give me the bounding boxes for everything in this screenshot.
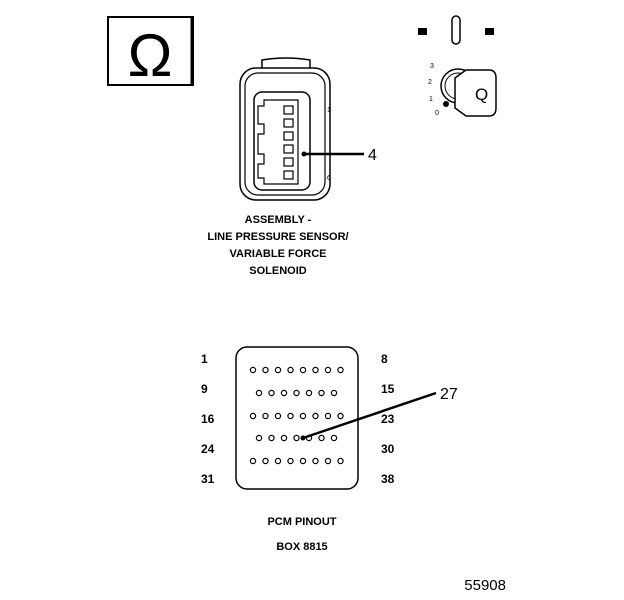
pcm-pin-label-left-2: 9 [201,382,208,396]
sensor-terminal [283,157,294,167]
pcm-pin-hole [274,412,282,420]
pcm-pin-hole [293,389,300,397]
pcm-pin-hole [262,366,269,374]
pcm-pin-hole [268,389,275,397]
switch-slot [451,15,461,45]
sensor-label-line-3: VARIABLE FORCE [230,248,327,260]
pcm-pin-label-right-3: 23 [381,412,395,426]
pcm-pin-hole [268,434,275,442]
pcm-title: PCM PINOUT [267,516,336,528]
pcm-pin-hole [337,412,344,420]
sensor-connector: 1 6 4 [239,57,377,201]
pcm-pin-hole [280,434,288,442]
key-letter: Q [475,85,488,104]
pcm-connector: 1 9 16 24 31 8 15 23 30 38 27 [201,346,458,490]
pcm-pin-hole [249,366,257,374]
switch-pointer [443,101,449,107]
pcm-subtitle: BOX 8815 [276,541,327,553]
sensor-pin-last: 6 [327,175,331,182]
pcm-pin-label-right-2: 15 [381,382,395,396]
pcm-pin-label-left-3: 16 [201,412,215,426]
key-position-3: 3 [430,63,434,70]
key-position-1: 1 [429,96,433,103]
sensor-terminal [283,170,294,180]
pcm-pin-hole [274,366,282,374]
pcm-pin-hole [262,412,269,420]
sensor-label-line-4: SOLENOID [249,265,307,277]
figure-number: 55908 [464,577,506,594]
pcm-pin-hole [287,412,294,420]
switch-off-indicator-left [418,28,427,35]
pcm-pin-hole [274,457,282,465]
sensor-terminal [283,131,294,141]
pcm-pin-hole [249,412,257,420]
sensor-callout-number: 4 [368,147,377,164]
pcm-pin-hole [312,366,319,374]
sensor-terminal [283,118,294,128]
pcm-pin-label-left-1: 1 [201,352,208,366]
sensor-label-line-1: ASSEMBLY - [245,214,312,226]
pcm-callout-leader [302,391,437,440]
pcm-pin-label-right-5: 38 [381,472,395,486]
ohm-icon: Ω [128,22,173,89]
pcm-callout-number: 27 [440,386,458,403]
pcm-pin-hole [318,434,325,442]
pcm-pin-hole [287,457,294,465]
pcm-pin-label-right-1: 8 [381,352,388,366]
pcm-pin-hole [312,457,319,465]
pcm-connector-face [235,346,359,490]
key-position-0: 0 [435,110,439,117]
pcm-pin-hole [305,389,313,397]
pcm-pin-hole [293,434,300,442]
key-icon [454,69,497,117]
ohmmeter-symbol: Ω [107,16,194,89]
pcm-pin-hole [255,389,263,397]
sensor-label-line-2: LINE PRESSURE SENSOR/ [207,231,348,243]
pcm-pin-hole [299,412,307,420]
pcm-pin-hole [299,366,307,374]
pcm-pin-label-left-4: 24 [201,442,215,456]
pcm-pin-hole [324,457,332,465]
pcm-pin-label-left-5: 31 [201,472,215,486]
connector-housing [253,91,311,191]
pcm-pin-label-right-4: 30 [381,442,395,456]
pcm-pin-hole [337,457,344,465]
pcm-pin-hole [324,412,332,420]
pcm-pin-hole [262,457,269,465]
sensor-pin-first: 1 [327,107,331,114]
pcm-pin-hole [318,389,325,397]
pcm-pin-hole [312,412,319,420]
sensor-terminal [283,105,294,115]
pcm-pin-hole [337,366,344,374]
pcm-pin-hole [330,434,338,442]
sensor-label: ASSEMBLY - LINE PRESSURE SENSOR/ VARIABL… [207,214,348,277]
sensor-terminal [283,144,294,154]
pcm-pin-hole [249,457,257,465]
pcm-pin-hole [255,434,263,442]
switch-off-indicator-right [485,28,494,35]
key-position-2: 2 [428,79,432,86]
pcm-pin-hole [280,389,288,397]
pcm-pin-hole [324,366,332,374]
ignition-switch: Q 3 2 1 0 [418,15,497,117]
pcm-pin-hole [299,457,307,465]
pcm-pin-hole [287,366,294,374]
pcm-pin-hole [330,389,338,397]
